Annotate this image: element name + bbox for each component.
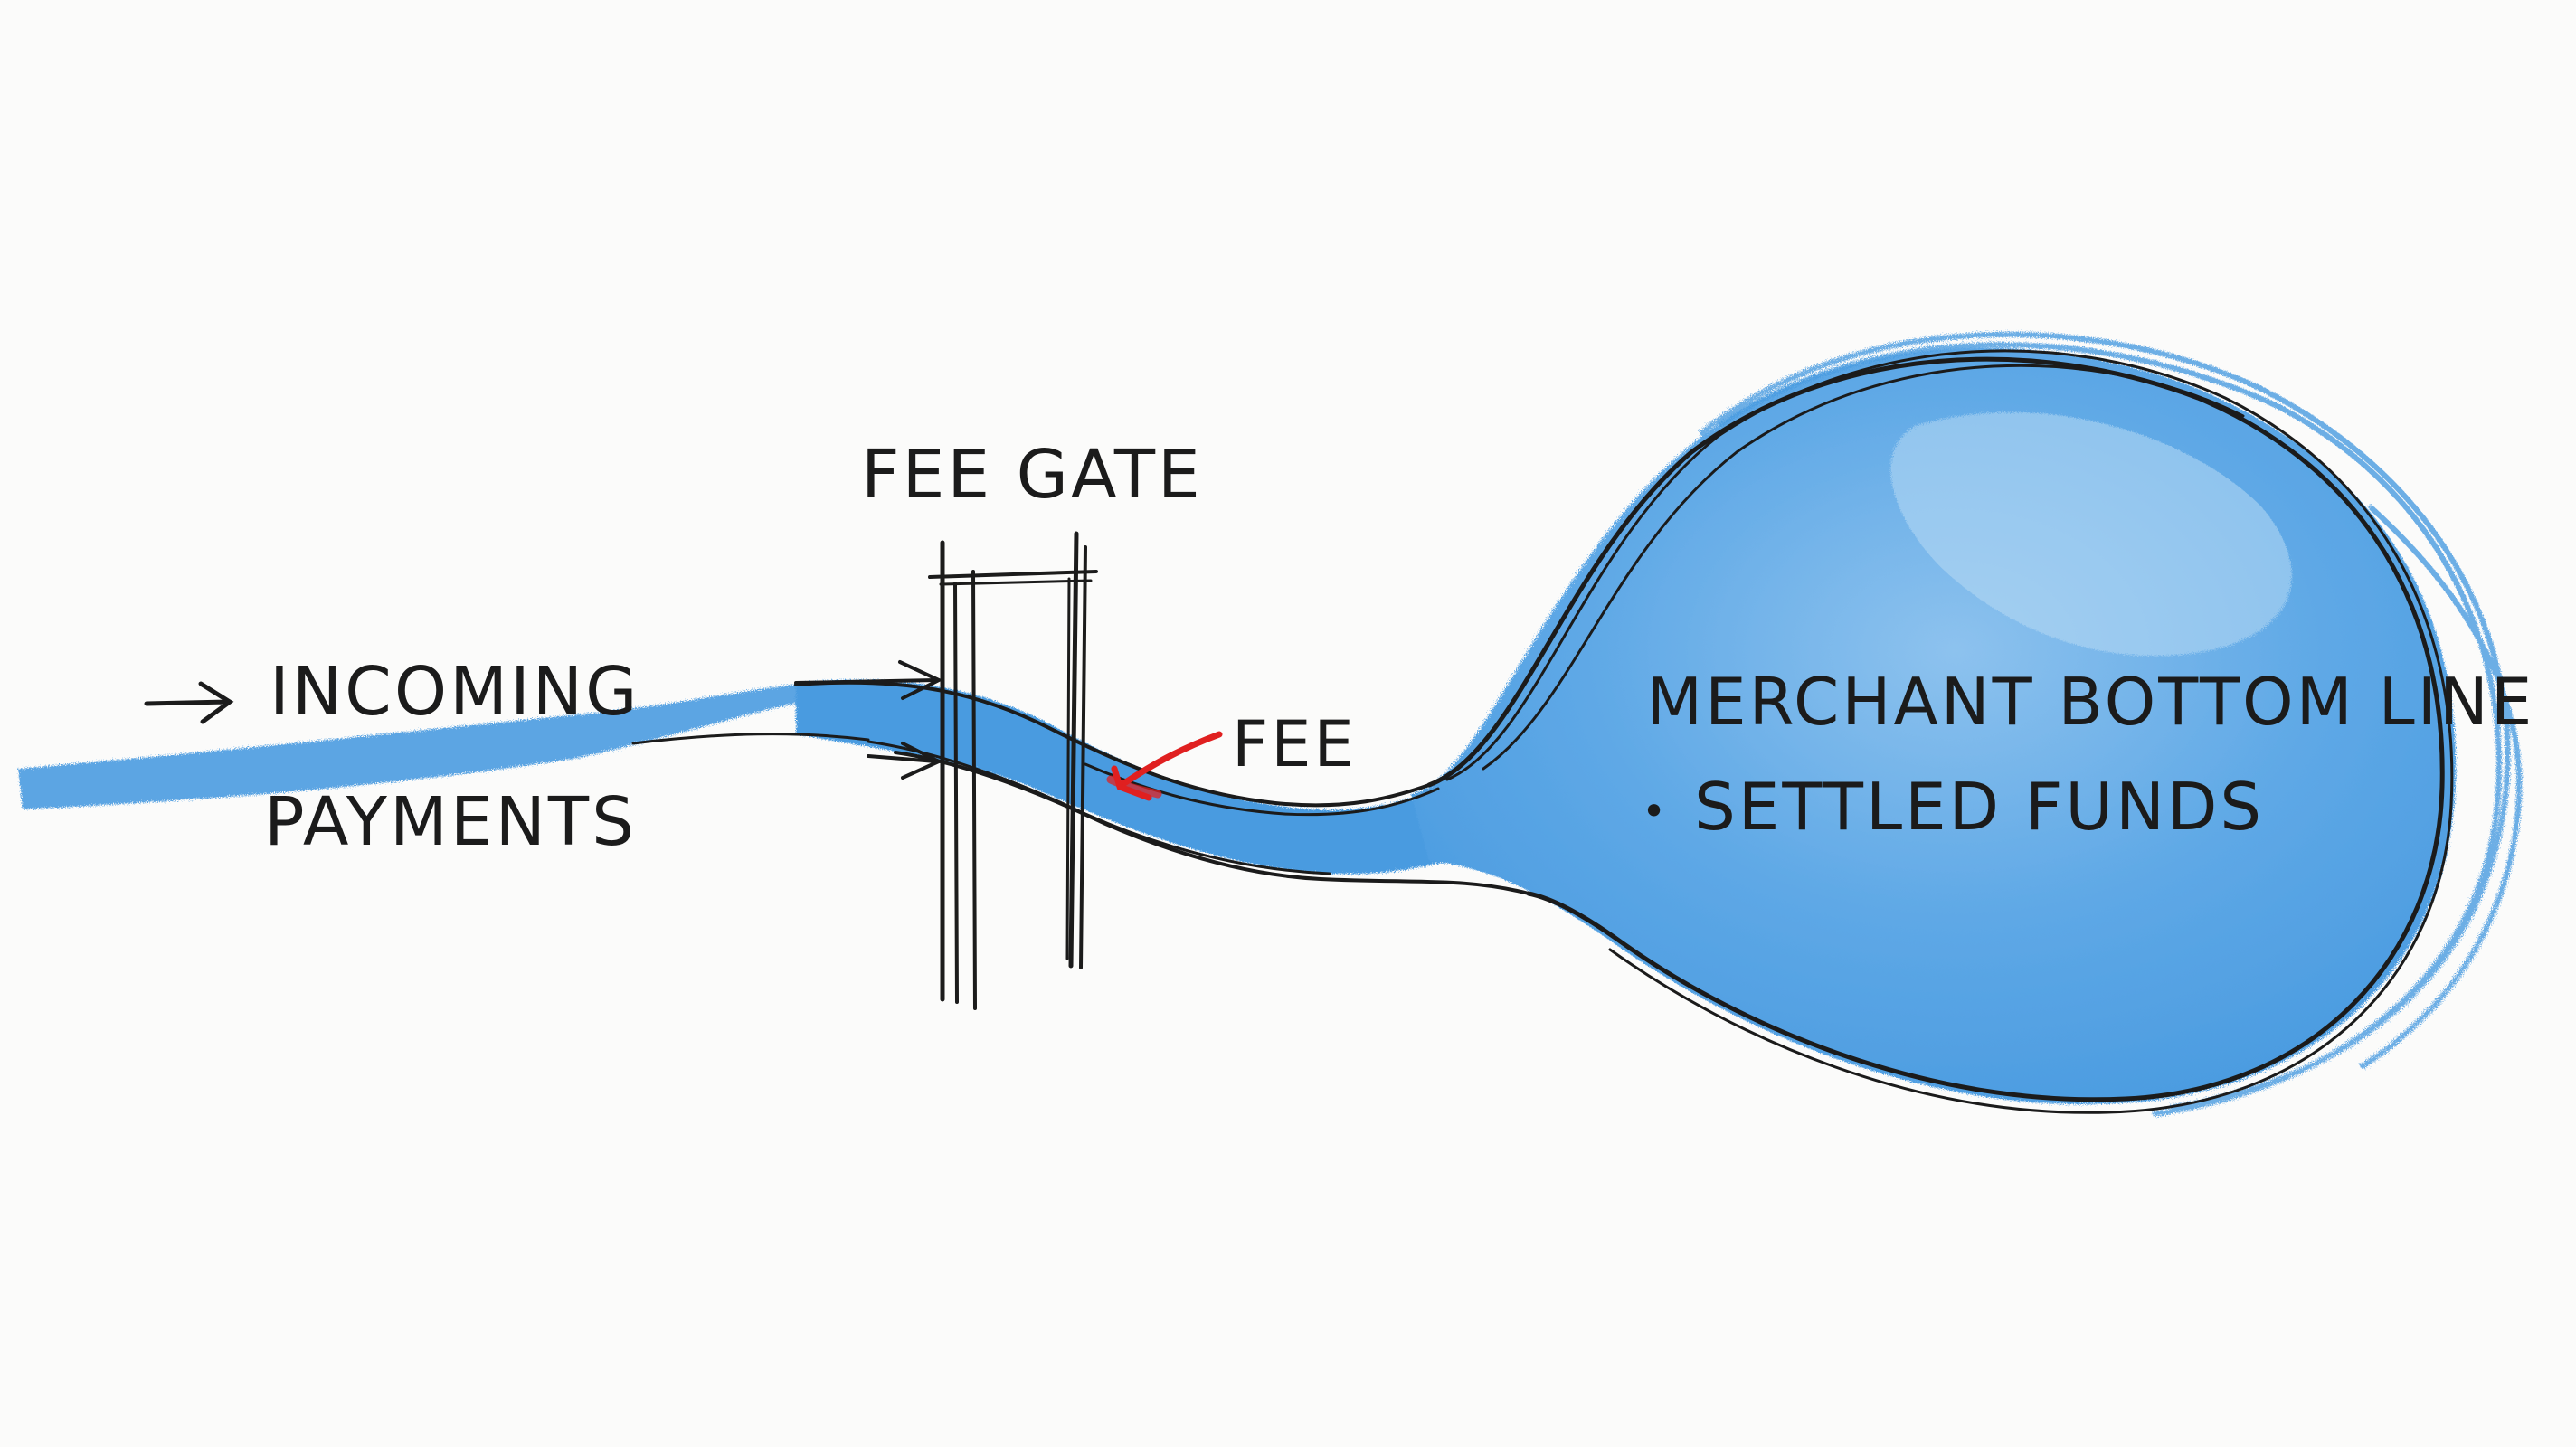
- gate-top-bar: [928, 570, 1098, 579]
- settled-funds-label: SETTLED FUNDS: [1694, 769, 2265, 845]
- payment-stream: [18, 347, 2457, 1105]
- gate-post-right-2: [1079, 545, 1087, 969]
- pool-outer-strokes: [1699, 331, 2523, 1117]
- payments-label: PAYMENTS: [264, 783, 638, 861]
- pool-outline: [1426, 356, 2445, 1102]
- flow-arrow-top: [794, 660, 943, 700]
- gate-post-right-3: [1065, 577, 1071, 960]
- gate-post-right: [1068, 531, 1079, 969]
- incoming-label: INCOMING: [270, 653, 640, 731]
- red-arrow-icon: [1106, 731, 1223, 801]
- fee-gate-label: FEE GATE: [861, 436, 1203, 514]
- pool-highlight: [1890, 411, 2292, 657]
- gate-post-left-2: [953, 582, 959, 1004]
- merchant-bottom-line-label: MERCHANT BOTTOM LINE: [1646, 664, 2535, 740]
- settled-funds-item: •SETTLED FUNDS: [1642, 774, 2264, 839]
- incoming-ribbon-line: [631, 733, 870, 745]
- pool-outline-3: [1482, 364, 2245, 771]
- gate-post-left-3: [971, 570, 977, 1010]
- incoming-stream: [18, 683, 819, 809]
- gate-channel: [796, 680, 1456, 875]
- pool-outline-2: [1445, 349, 2454, 1114]
- channel-bottom-outline-2: [867, 740, 1331, 875]
- fee-gate: [928, 531, 1098, 1010]
- bullet-icon: •: [1642, 787, 1670, 837]
- right-arrow-icon: [144, 681, 234, 724]
- flow-arrow-bottom: [867, 742, 943, 780]
- gate-top-bar-2: [939, 579, 1093, 586]
- flow-arrows: [794, 660, 943, 780]
- channel-bottom-outline: [894, 751, 1530, 895]
- fee-label: FEE: [1232, 707, 1357, 781]
